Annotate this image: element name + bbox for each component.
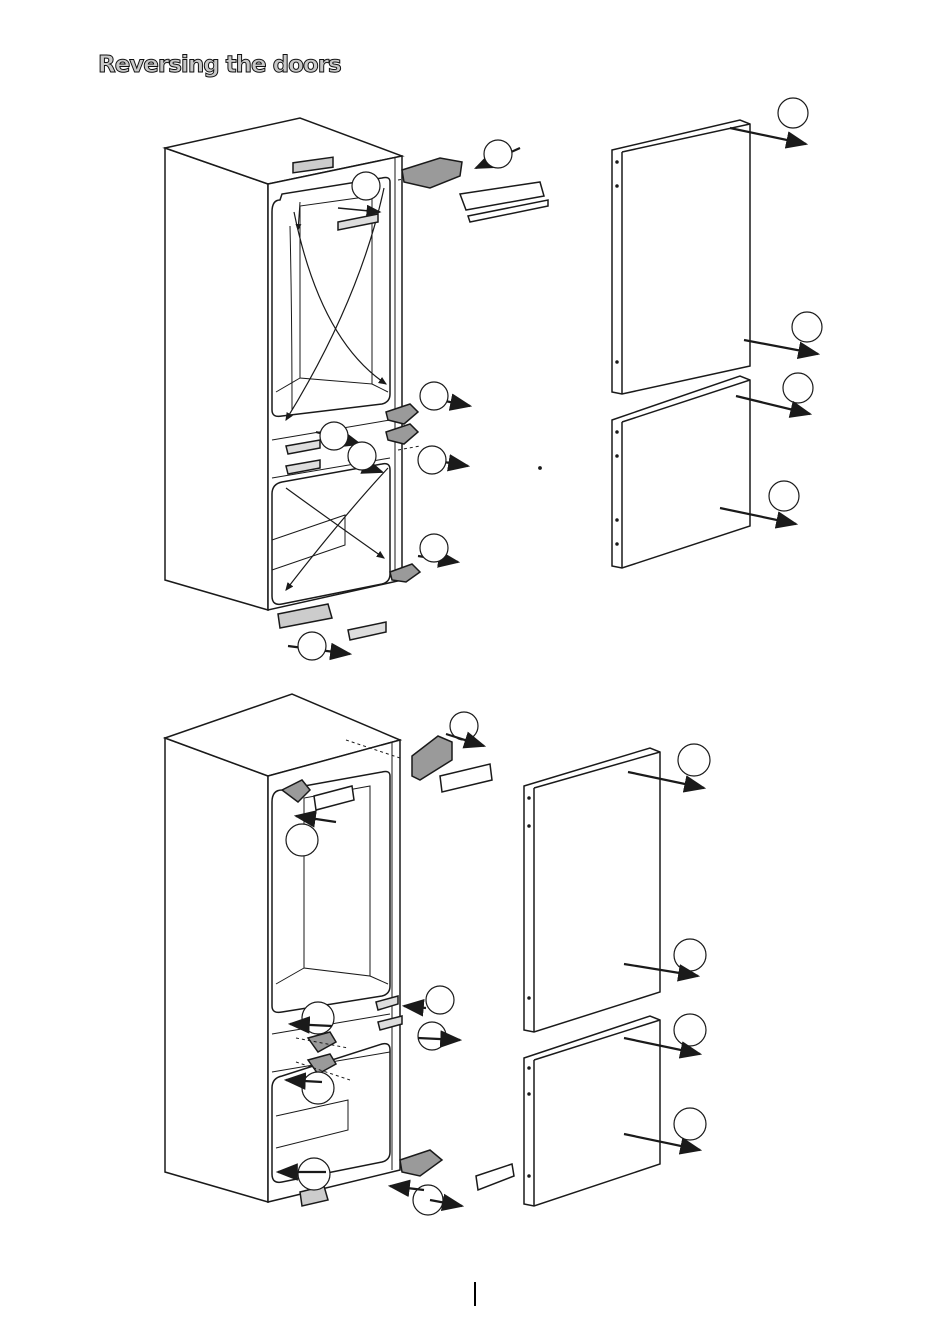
upper-door-2 [524,748,660,1032]
lower-door [612,376,750,568]
page-divider [474,1282,476,1306]
lower-door-2 [524,1016,660,1206]
figure-2 [165,694,710,1215]
fridge-cabinet-2 [165,694,400,1202]
figure-1 [165,98,822,660]
upper-door [612,120,750,394]
fridge-cabinet [165,118,430,610]
